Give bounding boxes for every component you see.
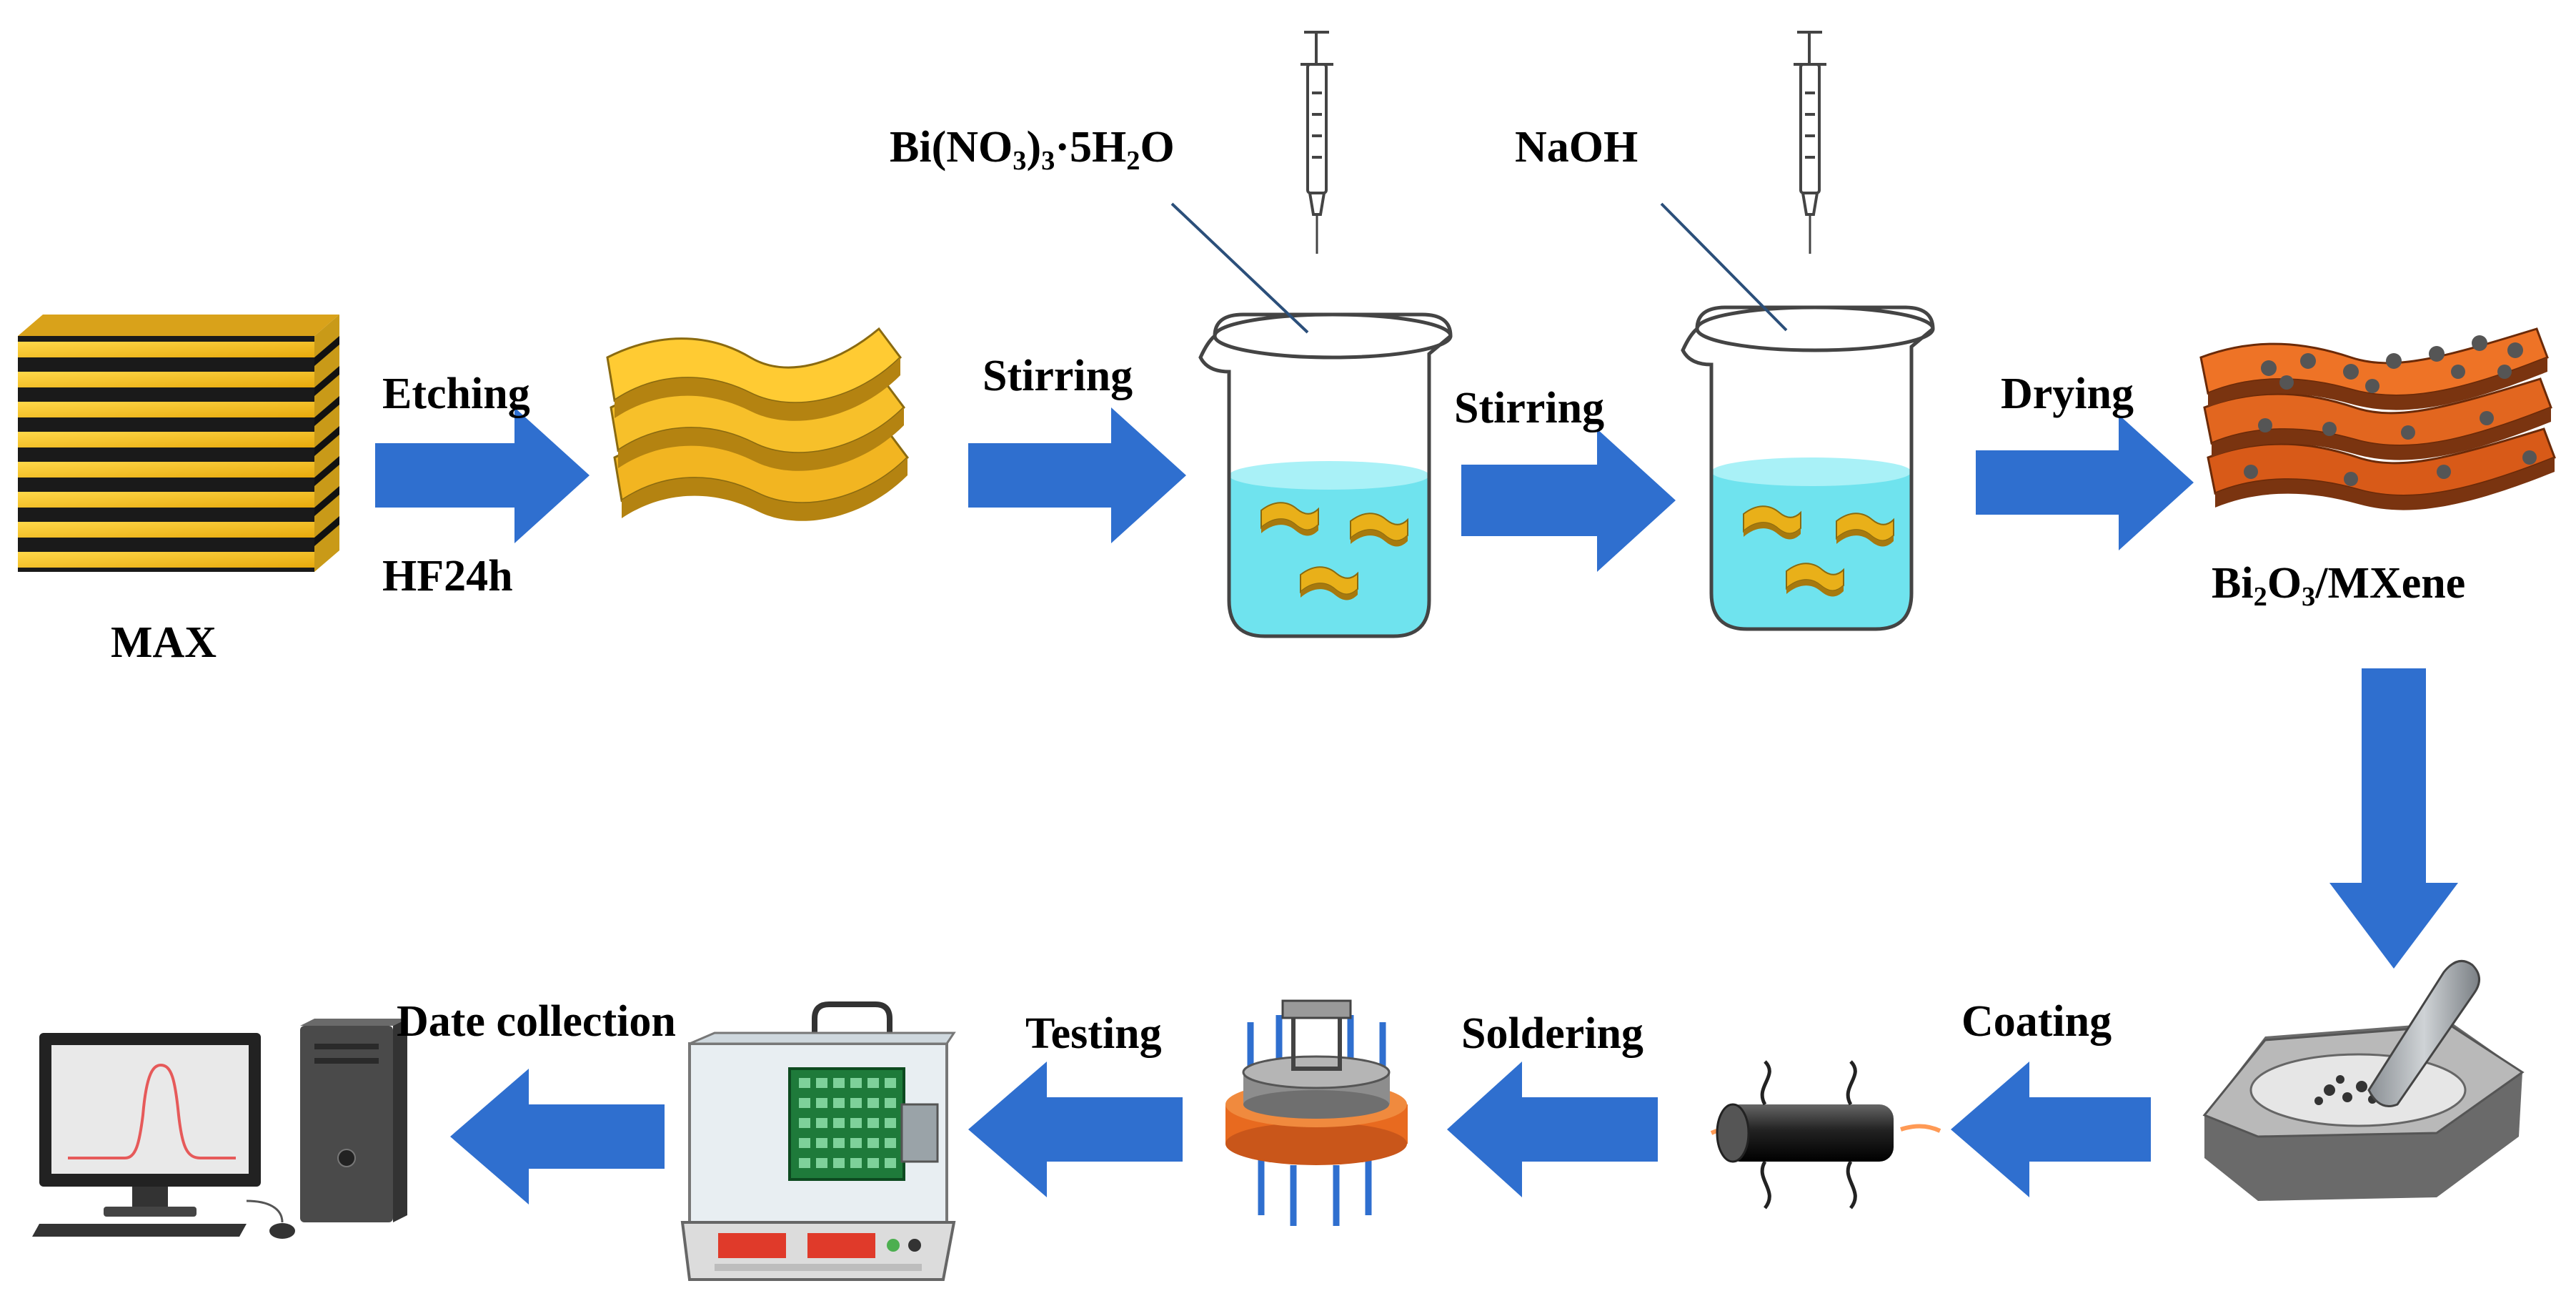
label-soldering: Soldering: [1461, 1009, 1643, 1058]
arrow-etching: [375, 407, 590, 543]
max-block-icon: [18, 315, 339, 572]
syringe-2-icon: [1794, 31, 1826, 254]
arrows: [375, 407, 2458, 1204]
label-hf24h: HF24h: [382, 552, 513, 600]
label-coating: Coating: [1961, 997, 2112, 1046]
test-chamber-icon: [680, 1001, 956, 1281]
label-naoh: NaOH: [1515, 123, 1638, 172]
leader-line-bi-nitrate: [1170, 202, 1309, 334]
arrow-testing: [968, 1062, 1183, 1197]
label-bi2o3-mxene: Bi2O3/MXene: [2212, 559, 2466, 612]
leader-line-naoh: [1660, 202, 1788, 332]
arrow-coating: [1951, 1062, 2151, 1197]
sensor-base-icon: [1225, 999, 1408, 1226]
coated-tube-icon: [1710, 1060, 1941, 1209]
label-stirring-2: Stirring: [1454, 384, 1605, 432]
arrow-date-collection: [450, 1069, 665, 1204]
syringe-1-icon: [1301, 31, 1333, 254]
label-max: MAX: [111, 618, 217, 667]
arrow-stirring-2: [1461, 429, 1676, 572]
arrow-stirring-1: [968, 407, 1186, 543]
mxene-sheets-icon: [606, 327, 909, 521]
label-stirring-1: Stirring: [983, 352, 1133, 400]
label-drying: Drying: [2001, 370, 2134, 418]
computer-icon: [32, 1019, 407, 1239]
arrow-down: [2329, 668, 2458, 969]
label-date-collection: Date collection: [397, 997, 676, 1046]
mortar-pestle-icon: [2202, 959, 2525, 1201]
beaker-1-icon: [1198, 312, 1453, 638]
label-bi-nitrate: Bi(NO3)3·5H2O: [890, 123, 1175, 176]
arrow-drying: [1976, 415, 2194, 550]
label-etching: Etching: [382, 370, 530, 418]
arrow-soldering: [1447, 1062, 1658, 1197]
bi2o3-mxene-sheets-icon: [2199, 327, 2556, 510]
beaker-2-icon: [1681, 305, 1935, 631]
label-testing: Testing: [1025, 1009, 1162, 1058]
